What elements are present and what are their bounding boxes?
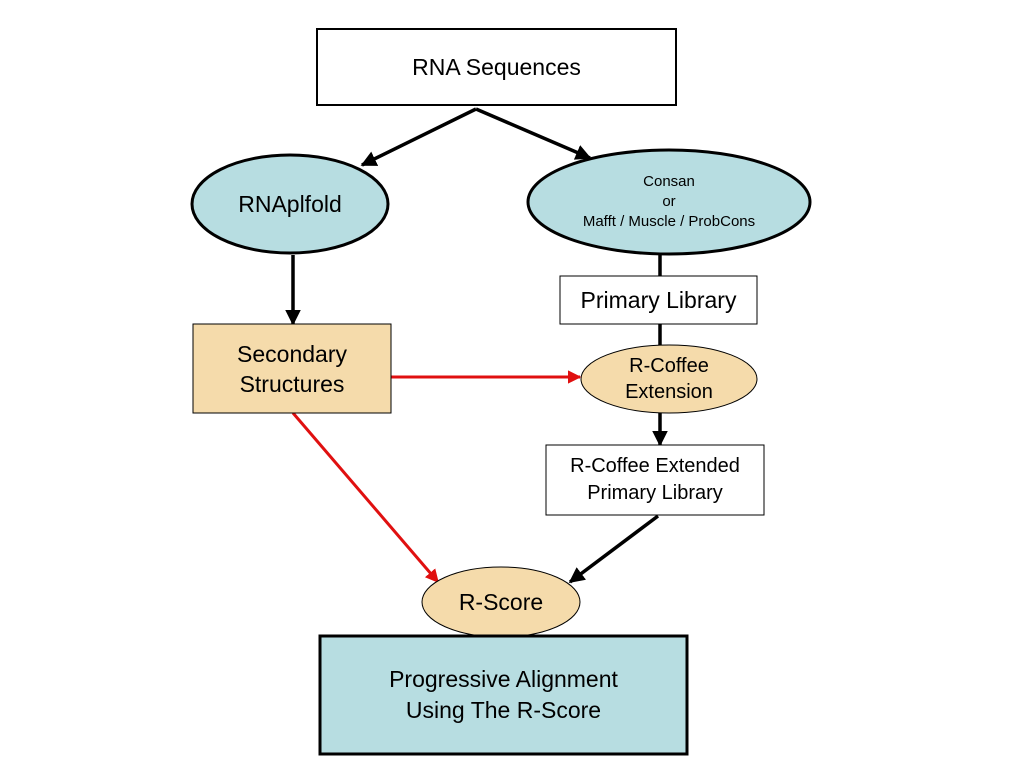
node-extended-library: R-Coffee Extended Primary Library bbox=[546, 445, 764, 515]
extended-library-label-line1: R-Coffee Extended bbox=[570, 455, 740, 477]
node-rscore: R-Score bbox=[422, 567, 580, 637]
node-primary-library: Primary Library bbox=[560, 276, 757, 324]
rna-sequences-shape bbox=[316, 28, 677, 106]
secondary-structures-label-line1: Secondary bbox=[237, 340, 347, 367]
edge-rna-to-aligners bbox=[475, 107, 592, 160]
edge-secondary-to-rscore bbox=[291, 412, 440, 584]
node-rcoffee-extension: R-Coffee Extension bbox=[581, 345, 757, 413]
primary-library-shape bbox=[559, 275, 758, 325]
rscore-label: R-Score bbox=[458, 588, 544, 615]
node-secondary-structures: Secondary Structures bbox=[193, 324, 391, 413]
aligners-label-line1: Consan bbox=[643, 173, 695, 190]
rcoffee-extension-label-line1: R-Coffee bbox=[629, 355, 709, 377]
progressive-alignment-label-line2: Using The R-Score bbox=[405, 697, 602, 723]
rnaplfold-shape bbox=[190, 153, 390, 255]
rcoffee-extension-label-line2: Extension bbox=[625, 381, 713, 403]
aligners-label-line2: or bbox=[662, 193, 676, 210]
extended-library-label-line2: Primary Library bbox=[587, 482, 723, 504]
secondary-structures-shape bbox=[192, 323, 392, 414]
node-rnaplfold: RNAplfold bbox=[192, 155, 388, 253]
rcoffee-extension-shape bbox=[580, 344, 758, 414]
primary-library-label: Primary Library bbox=[580, 286, 737, 313]
edge-rna-to-rnaplfold bbox=[360, 107, 477, 167]
extended-library-shape bbox=[545, 444, 765, 516]
node-aligners: Consan or Mafft / Muscle / ProbCons bbox=[528, 150, 810, 254]
node-progressive-alignment: Progressive Alignment Using The R-Score bbox=[320, 636, 687, 754]
edge-extended-to-rscore bbox=[568, 514, 660, 584]
progressive-alignment-shape bbox=[318, 634, 689, 756]
progressive-alignment-label-line1: Progressive Alignment bbox=[389, 666, 618, 692]
rna-sequences-label: RNA Sequences bbox=[412, 53, 581, 80]
aligners-shape bbox=[526, 148, 812, 256]
rnaplfold-label: RNAplfold bbox=[238, 190, 342, 217]
aligners-label-line3: Mafft / Muscle / ProbCons bbox=[582, 213, 756, 230]
secondary-structures-label-line2: Structures bbox=[239, 370, 345, 397]
node-rna-sequences: RNA Sequences bbox=[317, 29, 676, 105]
